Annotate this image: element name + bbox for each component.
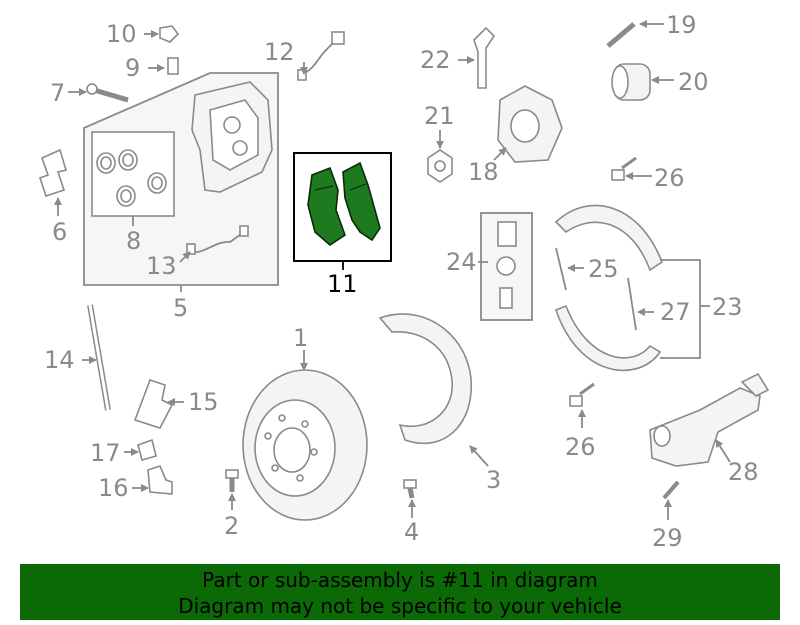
callout-12: 12 xyxy=(264,38,295,66)
brake-pad-kit-highlight xyxy=(293,152,392,270)
callout-23: 23 xyxy=(712,293,743,321)
callout-11: 11 xyxy=(327,270,358,298)
callout-20: 20 xyxy=(678,68,709,96)
callout-29: 29 xyxy=(652,524,683,552)
callout-24: 24 xyxy=(446,248,477,276)
callout-9: 9 xyxy=(125,54,140,82)
splash-shield xyxy=(378,313,473,445)
callout-27: 27 xyxy=(660,298,691,326)
callout-19: 19 xyxy=(666,11,697,39)
leader-lines xyxy=(54,20,731,520)
callout-8: 8 xyxy=(126,227,141,255)
callout-3: 3 xyxy=(486,466,501,494)
callout-15: 15 xyxy=(188,388,219,416)
callout-21: 21 xyxy=(424,102,455,130)
callout-7: 7 xyxy=(50,79,65,107)
brake-rotor xyxy=(225,369,417,521)
banner-line-2: Diagram may not be specific to your vehi… xyxy=(178,594,622,618)
hub-parts xyxy=(427,22,651,183)
banner-line-1: Part or sub-assembly is #11 in diagram xyxy=(202,568,598,592)
parking-brake-actuator xyxy=(649,372,770,500)
info-banner: Part or sub-assembly is #11 in diagram D… xyxy=(20,564,780,620)
callout-26-lower: 26 xyxy=(565,433,596,461)
callout-1: 1 xyxy=(293,324,308,352)
left-small-parts xyxy=(38,25,345,495)
parking-brake-group xyxy=(480,156,663,407)
callout-25: 25 xyxy=(588,255,619,283)
callout-6: 6 xyxy=(52,218,67,246)
piston-seal-kit xyxy=(96,149,167,207)
callout-10: 10 xyxy=(106,20,137,48)
callout-18: 18 xyxy=(468,158,499,186)
callout-22: 22 xyxy=(420,46,451,74)
callout-16: 16 xyxy=(98,474,129,502)
parts-diagram: 1 2 3 4 5 6 7 8 9 10 11 12 13 14 15 16 1… xyxy=(38,11,770,552)
callout-14: 14 xyxy=(44,346,75,374)
callout-13: 13 xyxy=(146,252,177,280)
callout-labels: 1 2 3 4 5 6 7 8 9 10 11 12 13 14 15 16 1… xyxy=(44,11,759,552)
callout-5: 5 xyxy=(173,294,188,322)
caliper-assembly-group xyxy=(83,72,279,286)
callout-2: 2 xyxy=(224,512,239,540)
callout-26-upper: 26 xyxy=(654,164,685,192)
callout-17: 17 xyxy=(90,439,121,467)
callout-4: 4 xyxy=(404,518,419,546)
callout-28: 28 xyxy=(728,458,759,486)
